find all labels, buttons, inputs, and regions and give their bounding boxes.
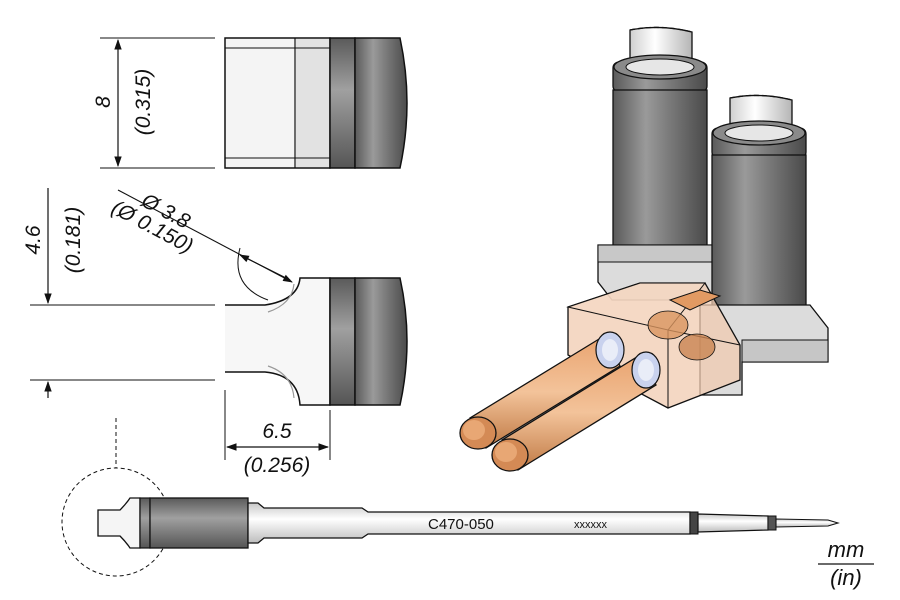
length-mm-label: 6.5 bbox=[262, 420, 292, 443]
copper-rod-1 bbox=[459, 331, 625, 450]
copper-rod-2 bbox=[491, 351, 661, 472]
units-imperial-label: (in) bbox=[830, 565, 862, 590]
full-tip-side-view: C470-050 xxxxxx bbox=[61, 418, 840, 577]
dimension-width: 4.6 (0.181) bbox=[22, 188, 215, 398]
plan-view-bottom bbox=[225, 277, 408, 406]
units-legend: mm (in) bbox=[818, 537, 874, 590]
length-in-label: (0.256) bbox=[244, 454, 311, 477]
height-mm-label: 8 bbox=[92, 96, 115, 108]
units-metric-label: mm bbox=[828, 537, 865, 562]
cartridge-left bbox=[612, 26, 708, 271]
tip-model-label: C470-050 bbox=[428, 516, 494, 533]
tip-serial-label: xxxxxx bbox=[574, 519, 608, 531]
dimension-height: 8 (0.315) bbox=[92, 37, 215, 169]
height-in-label: (0.315) bbox=[132, 69, 155, 136]
tip-3d-illustration bbox=[459, 26, 829, 472]
dimension-diameter: Ø 3.8 (Ø 0.150) bbox=[108, 189, 293, 301]
side-view-top bbox=[224, 37, 408, 169]
width-mm-label: 4.6 bbox=[22, 225, 45, 255]
dimension-length: 6.5 (0.256) bbox=[224, 390, 331, 477]
width-in-label: (0.181) bbox=[62, 207, 85, 274]
cartridge-right bbox=[711, 94, 807, 331]
